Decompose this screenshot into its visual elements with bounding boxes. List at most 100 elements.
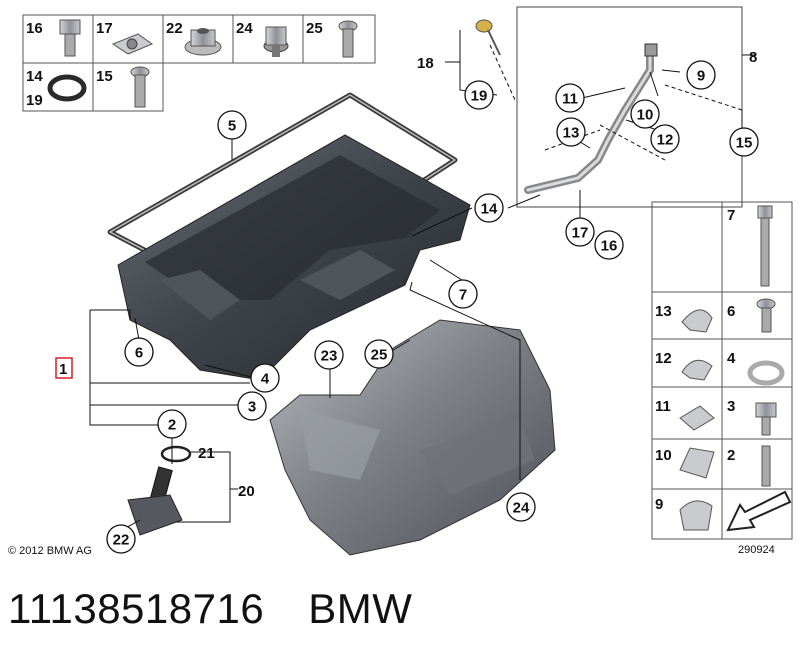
callout-text: 5 — [228, 118, 236, 135]
grid-label-13: 13 — [655, 303, 672, 320]
callout-text: 17 — [572, 225, 589, 242]
callout-6: 6 — [124, 337, 154, 367]
callout-23: 23 — [314, 340, 344, 370]
callout-text: 3 — [248, 399, 256, 416]
grid-label-25: 25 — [306, 20, 323, 37]
callout-9: 9 — [686, 60, 716, 90]
cable-clip-icon — [681, 309, 713, 333]
grid-label-15: 15 — [96, 68, 113, 85]
sealing-ring-icon — [747, 360, 785, 386]
callout-circle — [157, 409, 187, 439]
grid-label-12: 12 — [655, 350, 672, 367]
callout-7: 7 — [448, 279, 478, 309]
grid-label-16: 16 — [26, 20, 43, 37]
drain-bolt-icon — [756, 298, 776, 333]
callout-text: 23 — [321, 348, 338, 365]
callout-circle — [250, 363, 280, 393]
callout-circle — [556, 117, 586, 147]
callout-circle — [474, 193, 504, 223]
callout-17: 17 — [565, 217, 595, 247]
group-label-1: 1 — [59, 361, 67, 378]
grid-label-17: 17 — [96, 20, 113, 37]
callout-circle — [217, 110, 247, 140]
callout-25: 25 — [364, 339, 394, 369]
grid-label-22: 22 — [166, 20, 183, 37]
diagram-number: 290924 — [738, 544, 775, 556]
callout-text: 12 — [657, 132, 674, 149]
callout-15: 15 — [729, 127, 759, 157]
dipstick-handle — [475, 19, 501, 56]
callout-circle — [464, 80, 494, 110]
clamp-icon — [679, 447, 715, 479]
group-label-20: 20 — [238, 483, 255, 500]
callout-22: 22 — [106, 524, 136, 554]
callout-24: 24 — [506, 492, 536, 522]
callout-text: 2 — [168, 417, 176, 434]
callout-text: 11 — [562, 91, 578, 108]
parts-grid-top — [22, 14, 376, 112]
copyright: © 2012 BMW AG — [8, 545, 92, 557]
grid-label-4: 4 — [727, 350, 736, 367]
grid-label-24: 24 — [236, 20, 253, 37]
spring-nut-icon — [679, 405, 715, 431]
grid-label-2: 2 — [727, 447, 735, 464]
callout-text: 10 — [637, 107, 654, 124]
collar-nut-icon — [263, 26, 289, 57]
callout-text: 22 — [113, 532, 130, 549]
long-bolt-icon — [757, 205, 773, 287]
callout-text: 9 — [697, 68, 705, 85]
callout-text: 25 — [371, 347, 388, 364]
arrow-icon — [726, 490, 792, 532]
callout-19: 19 — [464, 80, 494, 110]
callout-circle — [729, 127, 759, 157]
grid-label-9: 9 — [655, 496, 663, 513]
callout-circle — [237, 391, 267, 421]
callout-2: 2 — [157, 409, 187, 439]
screw-icon — [338, 20, 358, 58]
callout-text: 16 — [601, 238, 618, 255]
pipe-holder-icon — [679, 500, 713, 531]
grid-label-14: 14 — [26, 68, 43, 85]
callout-text: 14 — [481, 201, 498, 218]
callout-11: 11 — [555, 83, 585, 113]
grid-label-7: 7 — [727, 207, 735, 224]
o-ring-icon — [47, 74, 87, 102]
grid-label-3: 3 — [727, 398, 735, 415]
spring-clip-nut-icon — [111, 33, 154, 55]
bolt-icon — [59, 19, 81, 57]
callout-circle — [650, 124, 680, 154]
callout-4: 4 — [250, 363, 280, 393]
underbody-shield — [269, 319, 556, 556]
dipstick-guide-box — [516, 6, 743, 208]
callout-text: 6 — [135, 345, 143, 362]
group-label-21: 21 — [198, 445, 215, 462]
hex-bolt-icon — [755, 402, 777, 436]
callout-text: 15 — [736, 135, 753, 152]
callout-text: 13 — [563, 125, 580, 142]
callout-text: 19 — [471, 88, 488, 105]
brand-name: BMW — [308, 585, 413, 632]
group-label-8: 8 — [749, 49, 757, 66]
dipstick-guide-tube — [524, 43, 658, 194]
flange-nut-icon — [184, 28, 222, 56]
oil-pan — [117, 134, 471, 381]
callout-text: 7 — [459, 287, 467, 304]
part-number: 11138518716 — [8, 585, 265, 632]
callout-5: 5 — [217, 110, 247, 140]
group-label-1-box — [55, 357, 73, 379]
callout-circle — [686, 60, 716, 90]
callout-text: 4 — [261, 371, 270, 388]
group-label-18: 18 — [417, 55, 434, 72]
callout-3: 3 — [237, 391, 267, 421]
callout-circle — [364, 339, 394, 369]
callout-10: 10 — [630, 99, 660, 129]
grid-label-10: 10 — [655, 447, 672, 464]
callout-circle — [630, 99, 660, 129]
grid-label-19: 19 — [26, 92, 43, 109]
callout-circle — [314, 340, 344, 370]
callout-circle — [555, 83, 585, 113]
grid-label-6: 6 — [727, 303, 735, 320]
hose-clip-icon — [681, 359, 713, 381]
